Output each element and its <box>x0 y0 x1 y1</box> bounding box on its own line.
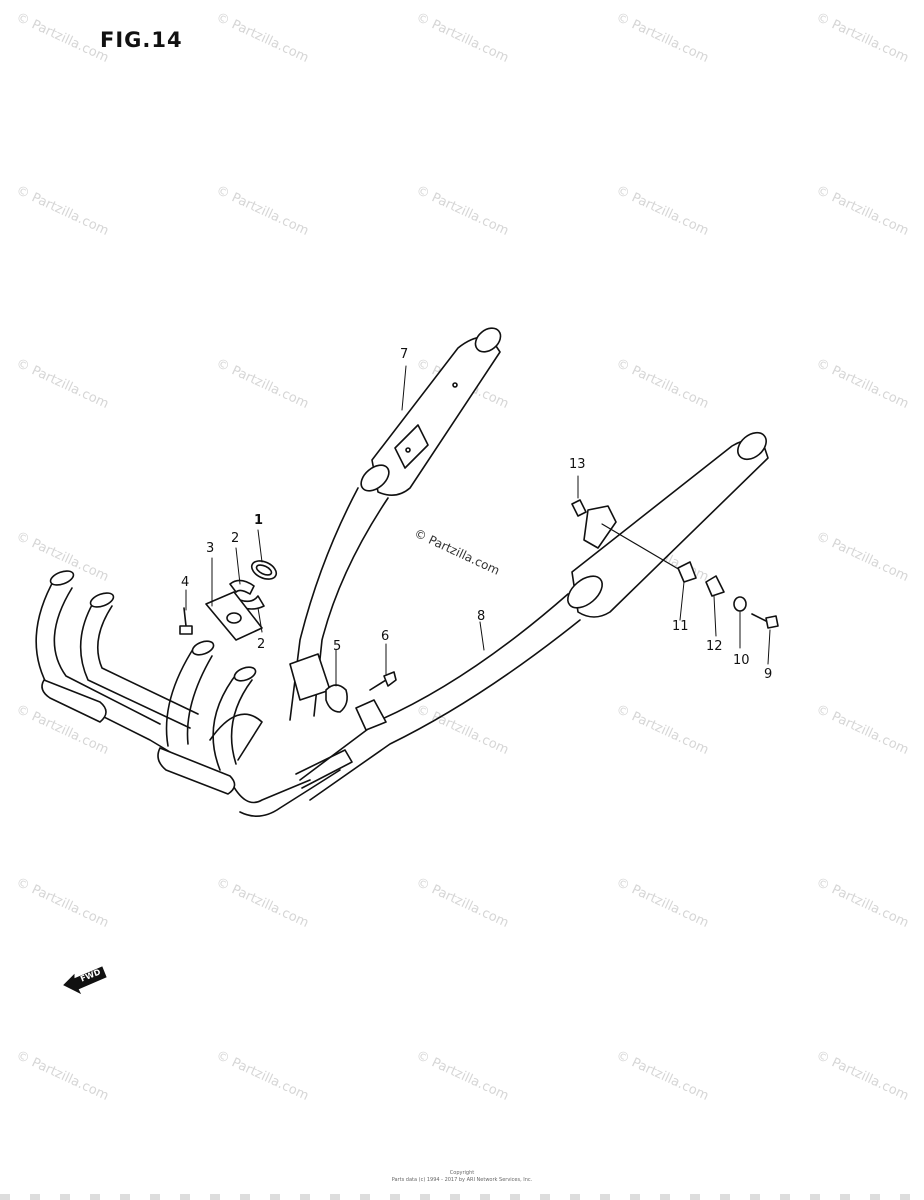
lower-muffler <box>567 431 769 618</box>
callout-7: 7 <box>400 347 409 362</box>
callout-11: 11 <box>672 619 689 634</box>
copyright-line2: Parts data (c) 1994 - 2017 by ARI Networ… <box>391 1177 533 1183</box>
callout-9: 9 <box>764 667 773 682</box>
callout-8: 8 <box>477 609 486 624</box>
callout-12: 12 <box>706 639 723 654</box>
callout-1: 1 <box>254 513 264 528</box>
callout-2b: 2 <box>257 637 266 652</box>
callout-5: 5 <box>333 639 342 654</box>
callout-3: 3 <box>206 541 215 556</box>
copyright-line1: Copyright <box>449 1170 475 1176</box>
callout-4: 4 <box>181 575 190 590</box>
fwd-arrow-icon <box>63 966 107 995</box>
figure-title: FIG.14 <box>100 28 183 52</box>
callout-2a: 2 <box>231 531 240 546</box>
callout-13: 13 <box>569 457 586 472</box>
callout-6: 6 <box>381 629 390 644</box>
bottom-strip <box>0 1194 924 1200</box>
upper-muffler <box>360 327 502 496</box>
callout-10: 10 <box>733 653 750 668</box>
